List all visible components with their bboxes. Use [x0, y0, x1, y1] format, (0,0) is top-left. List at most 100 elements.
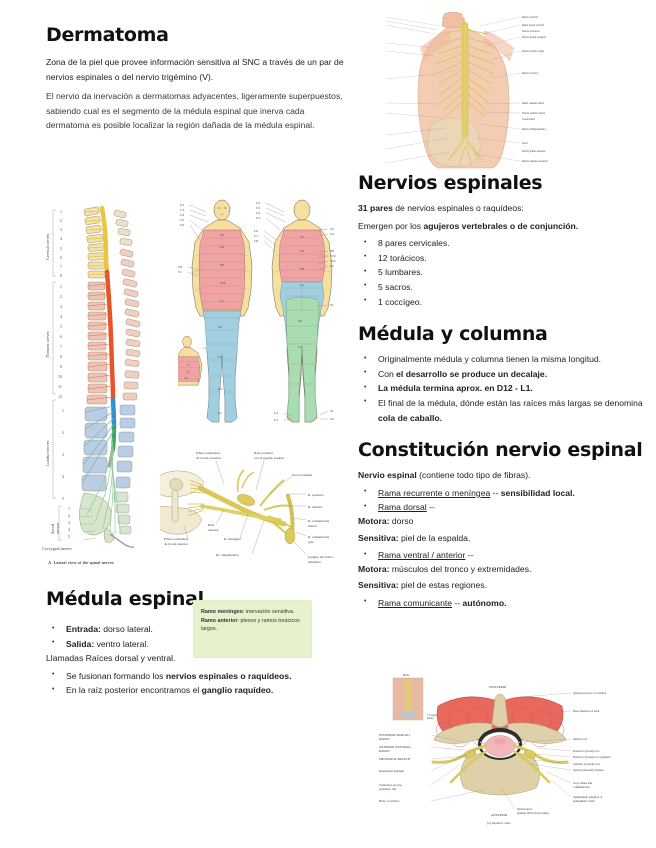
svg-text:9: 9 — [60, 364, 62, 369]
sensitiva-label: Sensitiva: — [358, 532, 399, 543]
svg-text:Thoracic nerves: Thoracic nerves — [45, 331, 50, 358]
section-dermatoma: Dermatoma Zona de la piel que provee inf… — [46, 24, 348, 133]
svg-text:Deep muscles of back: Deep muscles of back — [573, 709, 600, 713]
nervio-espinal-rest: (contiene todo tipo de fibras). — [416, 470, 531, 481]
svg-text:T4: T4 — [330, 232, 334, 236]
nervios-count: 31 pares — [358, 203, 393, 213]
nervios-intro: 31 pares de nervios espinales o raquídeo… — [358, 201, 648, 216]
svg-text:Spinal (radicular) arteries: Spinal (radicular) arteries — [573, 768, 604, 772]
svg-text:T4: T4 — [300, 249, 304, 253]
svg-text:12: 12 — [58, 394, 62, 399]
rama-dorsal-motora: Motora: dorso — [358, 515, 648, 529]
svg-text:C8: C8 — [254, 239, 258, 243]
svg-text:Transverse process: Transverse process — [379, 783, 403, 787]
svg-text:L4: L4 — [274, 411, 278, 415]
rama-comunicante-label: Rama comunicante — [378, 597, 453, 608]
list-item: Rama comunicante -- autónomo. — [358, 595, 648, 611]
left-column: Dermatoma Zona de la piel que provee inf… — [46, 24, 348, 145]
svg-text:gris: gris — [308, 540, 314, 544]
svg-text:2: 2 — [60, 218, 62, 223]
svg-text:T8: T8 — [330, 249, 334, 253]
motora-label: Motora: — [358, 515, 390, 526]
svg-text:R. comunicante: R. comunicante — [308, 535, 330, 539]
svg-text:POSTERIOR: POSTERIOR — [489, 685, 507, 689]
svg-text:5: 5 — [60, 246, 62, 251]
svg-text:2: 2 — [62, 430, 64, 435]
svg-text:4: 4 — [60, 236, 62, 241]
svg-text:L4: L4 — [218, 387, 222, 391]
svg-text:Sacro: Sacro — [522, 142, 529, 145]
svg-text:R. anterior: R. anterior — [308, 505, 323, 509]
svg-text:4: 4 — [60, 314, 62, 319]
rama-ventral-label: Rama ventral / anterior — [378, 550, 466, 561]
dermatoma-paragraph-2: El nervio da inervación a dermatomas ady… — [46, 91, 343, 131]
svg-text:8: 8 — [60, 273, 62, 278]
separator: -- — [426, 502, 435, 513]
svg-text:POSTERIOR (DORSAL): POSTERIOR (DORSAL) — [379, 733, 410, 737]
svg-text:communicans: communicans — [573, 785, 590, 789]
svg-text:Posterior (dorsal) root: Posterior (dorsal) root — [573, 749, 600, 753]
svg-text:C5: C5 — [256, 216, 260, 220]
svg-text:MENINGEAL BRANCH: MENINGEAL BRANCH — [379, 757, 411, 761]
item-text: El final de la médula, dónde están las r… — [378, 397, 643, 408]
motora-value: músculos del tronco y extremidades. — [389, 563, 532, 574]
figure-posterior-trunk-spinal-nerves: Nervios espinales C1 Nervio occipital ma… — [380, 12, 555, 170]
svg-text:de la raíz posterior: de la raíz posterior — [196, 456, 222, 460]
svg-text:4: 4 — [62, 474, 64, 479]
svg-text:Nervio glúteo superior: Nervio glúteo superior — [522, 150, 546, 153]
svg-text:T10: T10 — [220, 281, 226, 285]
svg-text:7: 7 — [60, 344, 62, 349]
svg-text:Nervio cutáneo lateral: Nervio cutáneo lateral — [522, 112, 545, 115]
constitucion-rows-2: Rama ventral / anterior -- — [358, 548, 648, 563]
svg-text:Denticulate ligament: Denticulate ligament — [379, 769, 404, 773]
rama-comunicante-value: autónomo. — [462, 597, 507, 608]
nervios-emergen: Emergen por los agujeros vertebrales o d… — [358, 219, 648, 234]
svg-text:S1: S1 — [330, 303, 334, 307]
svg-text:(example: rib): (example: rib) — [379, 787, 396, 791]
list-item: Con el desarrollo se produce un decalaje… — [358, 366, 648, 382]
separator: -- — [490, 487, 501, 498]
callout-line-2: Ramo anterior: plexos y ramos torácicos … — [201, 617, 305, 634]
svg-text:plane): plane) — [427, 717, 434, 720]
nervios-list: 8 pares cervicales. 12 torácicos. 5 lumb… — [358, 236, 648, 309]
svg-text:T6: T6 — [184, 377, 188, 380]
svg-text:con el ganglio espinal: con el ganglio espinal — [254, 456, 284, 460]
svg-text:T10: T10 — [330, 254, 336, 258]
item-bold: cola de caballo. — [378, 412, 442, 423]
svg-text:Posterior (dorsal) root gangli: Posterior (dorsal) root ganglion — [573, 755, 611, 759]
sensitiva-value: piel de la espalda. — [398, 532, 471, 543]
ramo-anterior-label: Ramo anterior — [201, 617, 238, 624]
svg-text:Nervio dorsal escápula: Nervio dorsal escápula — [522, 36, 547, 39]
svg-text:Lumbar nerves: Lumbar nerves — [45, 440, 50, 466]
svg-text:de la raíz anterior: de la raíz anterior — [164, 542, 189, 546]
list-item: 12 torácicos. — [358, 250, 648, 266]
svg-text:T4: T4 — [187, 371, 191, 374]
svg-text:Plane: Plane — [403, 674, 410, 677]
ganglio-text: En la raíz posterior encontramos el — [66, 685, 202, 696]
svg-text:1: 1 — [62, 408, 64, 413]
svg-text:C4: C4 — [203, 347, 207, 350]
svg-text:Fibras radiculares: Fibras radiculares — [196, 451, 221, 455]
svg-text:L3: L3 — [298, 345, 302, 349]
svg-text:Nervio accesorio: Nervio accesorio — [522, 30, 540, 33]
list-item: 8 pares cervicales. — [358, 236, 648, 251]
svg-text:Raíz posterior: Raíz posterior — [254, 451, 274, 455]
heading-constitucion: Constitución nervio espinal — [358, 439, 643, 462]
list-item: Salida: ventro lateral. — [46, 636, 346, 652]
svg-text:R. meníngeo: R. meníngeo — [224, 537, 242, 541]
svg-text:2: 2 — [60, 294, 62, 299]
svg-text:3: 3 — [60, 304, 62, 309]
list-item: Se fusionan formando los nervios espinal… — [46, 668, 346, 684]
svg-text:S2: S2 — [330, 417, 334, 421]
svg-text:ANTERIOR (VENTRAL): ANTERIOR (VENTRAL) — [379, 745, 411, 749]
svg-text:Ramo cutáneo lateral: Ramo cutáneo lateral — [522, 102, 544, 105]
medula-espinal-body: Entrada: dorso lateral. Salida: ventro l… — [46, 622, 346, 698]
list-item: 5 sacros. — [358, 279, 648, 295]
svg-text:L2: L2 — [218, 325, 222, 329]
svg-text:Gray ramus and: Gray ramus and — [573, 781, 593, 785]
fusion-text: Se fusionan formando los — [66, 670, 166, 681]
svg-text:L3: L3 — [218, 355, 222, 359]
svg-text:L1: L1 — [220, 299, 224, 303]
svg-text:Spinal nerve: Spinal nerve — [517, 807, 533, 811]
list-item: Rama ventral / anterior -- — [358, 548, 648, 563]
